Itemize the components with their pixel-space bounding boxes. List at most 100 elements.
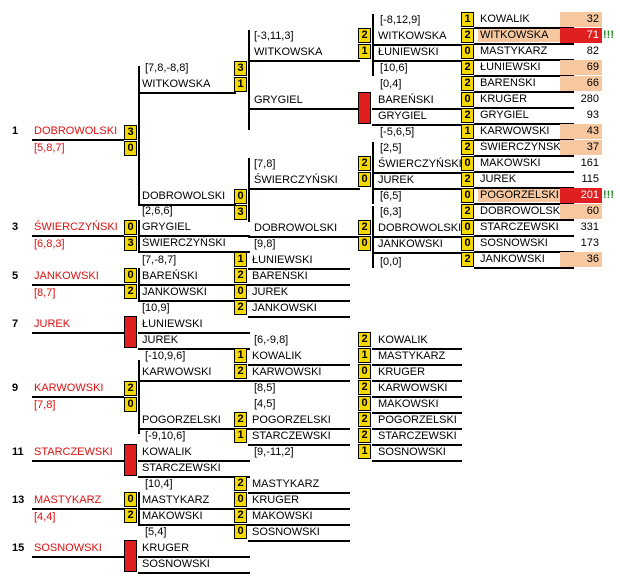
player-name: ŚWIERCZYŃSKI — [34, 221, 118, 233]
standing-name: BAREŃSKI — [480, 77, 536, 89]
standing-name: MAKOWSKI — [480, 157, 541, 169]
score-box: 2 — [358, 156, 371, 171]
player-name: MAKOWSKI — [142, 510, 203, 522]
player-name: SOSNOWSKI — [252, 526, 320, 538]
score-box: 2 — [124, 508, 137, 523]
player-name: JUREK — [34, 318, 71, 330]
player-name: STARCZEWSKI — [252, 430, 331, 442]
score-box: 2 — [124, 284, 137, 299]
seed-number: 7 — [12, 318, 19, 330]
player-name: KARWOWSKI — [252, 366, 322, 378]
score-box: 0 — [124, 492, 137, 507]
player-name: KOWALIK — [378, 334, 428, 346]
score-box: 0 — [234, 284, 247, 299]
player-name: MASTYKARZ — [378, 350, 446, 362]
standing-name: SOSNOWSKI — [480, 237, 548, 249]
seed-number: 5 — [12, 270, 19, 282]
player-name: JANKOWSKI — [378, 238, 443, 250]
player-name: JUREK — [252, 286, 289, 298]
walkover-marker — [124, 444, 137, 476]
player-name: STARCZEWSKI — [378, 430, 457, 442]
player-name: WITKOWSKA — [254, 46, 323, 58]
player-name: GRYGIEL — [378, 110, 427, 122]
player-name: ŁUNIEWSKI — [252, 254, 313, 266]
score-box: 0 — [358, 172, 371, 187]
player-name: KOWALIK — [252, 350, 302, 362]
score-box: 3 — [234, 61, 247, 76]
match-note: [-10,9,6] — [145, 350, 186, 362]
player-name: JANKOWSKI — [252, 302, 317, 314]
match-note: [6,8,3] — [34, 238, 65, 250]
match-note: [7,8,-8,8] — [145, 62, 189, 74]
standing-name: KRUGER — [480, 93, 528, 105]
score-box: 2 — [234, 508, 247, 523]
standing-score: 2 — [461, 60, 474, 75]
player-name: KARWOWSKI — [34, 382, 104, 394]
standing-score: 2 — [461, 252, 474, 267]
score-box: 2 — [358, 428, 371, 443]
score-box: 0 — [234, 492, 247, 507]
score-box: 0 — [358, 396, 371, 411]
match-note: [2,6,6] — [142, 205, 173, 217]
standing-points: 37 — [560, 140, 602, 155]
standing-points: 331 — [580, 221, 599, 233]
player-name: ŚWIERCZYŃSKI — [378, 158, 462, 170]
standing-name: POGORZELSKI — [478, 189, 572, 202]
seed-number: 11 — [12, 446, 24, 458]
match-note: [10,9] — [142, 302, 170, 314]
standing-score: 1 — [461, 124, 474, 139]
standing-points: 82 — [586, 45, 599, 57]
player-name: KRUGER — [142, 542, 190, 554]
player-name: BAREŃSKI — [252, 270, 308, 282]
score-box: 2 — [358, 220, 371, 235]
seed-number: 13 — [12, 494, 25, 506]
seed-number: 1 — [12, 125, 19, 137]
standing-name: JANKOWSKI — [480, 253, 545, 265]
player-name: GRYGIEL — [142, 221, 191, 233]
match-note: [8,5] — [254, 382, 276, 394]
standing-points: 93 — [586, 109, 599, 121]
player-name: ŚWIERCZYŃSKI — [254, 174, 338, 186]
score-box: 1 — [234, 77, 247, 92]
score-box: 3 — [124, 125, 137, 140]
match-note: [0,4] — [380, 78, 402, 90]
score-box: 2 — [234, 364, 247, 379]
match-note: [-3,11,3] — [254, 30, 294, 42]
standing-points: 60 — [560, 204, 602, 219]
score-box: 0 — [358, 236, 371, 251]
player-name: SOSNOWSKI — [142, 558, 210, 570]
standing-score: 0 — [461, 220, 474, 235]
standing-name: ŚWIERCZYŃSKI — [480, 141, 564, 153]
score-box: 0 — [124, 141, 137, 156]
standing-score: 0 — [461, 236, 474, 251]
player-name: ŚWIERCZYŃSKI — [142, 237, 226, 249]
standing-name: WITKOWSKA — [478, 29, 572, 42]
seed-number: 3 — [12, 221, 19, 233]
standing-points: 32 — [560, 12, 602, 27]
player-name: GRYGIEL — [254, 94, 303, 106]
player-name: BAREŃSKI — [142, 270, 198, 282]
match-note: [-5,6,5] — [380, 126, 415, 138]
standing-score: 0 — [461, 188, 474, 203]
player-name: WITKOWSKA — [378, 30, 447, 42]
standing-score: 2 — [461, 28, 474, 43]
player-name: KOWALIK — [142, 446, 192, 458]
score-box: 3 — [234, 205, 247, 220]
player-name: ŁUNIEWSKI — [378, 46, 439, 58]
player-name: KRUGER — [252, 494, 300, 506]
score-box: 0 — [358, 364, 371, 379]
standing-score: 2 — [461, 140, 474, 155]
standing-points: 173 — [580, 237, 599, 249]
player-name: JANKOWSKI — [142, 286, 207, 298]
player-name: KARWOWSKI — [378, 382, 448, 394]
standing-name: MASTYKARZ — [480, 45, 548, 57]
match-note: [4,5] — [254, 398, 276, 410]
score-box: 1 — [234, 428, 247, 443]
player-name: ŁUNIEWSKI — [142, 318, 203, 330]
score-box: 2 — [234, 412, 247, 427]
player-name: MAKOWSKI — [378, 398, 439, 410]
match-note: [10,4] — [145, 478, 173, 490]
player-name: MASTYKARZ — [252, 478, 320, 490]
match-note: [9,8] — [254, 238, 276, 250]
player-name: POGORZELSKI — [142, 414, 221, 426]
